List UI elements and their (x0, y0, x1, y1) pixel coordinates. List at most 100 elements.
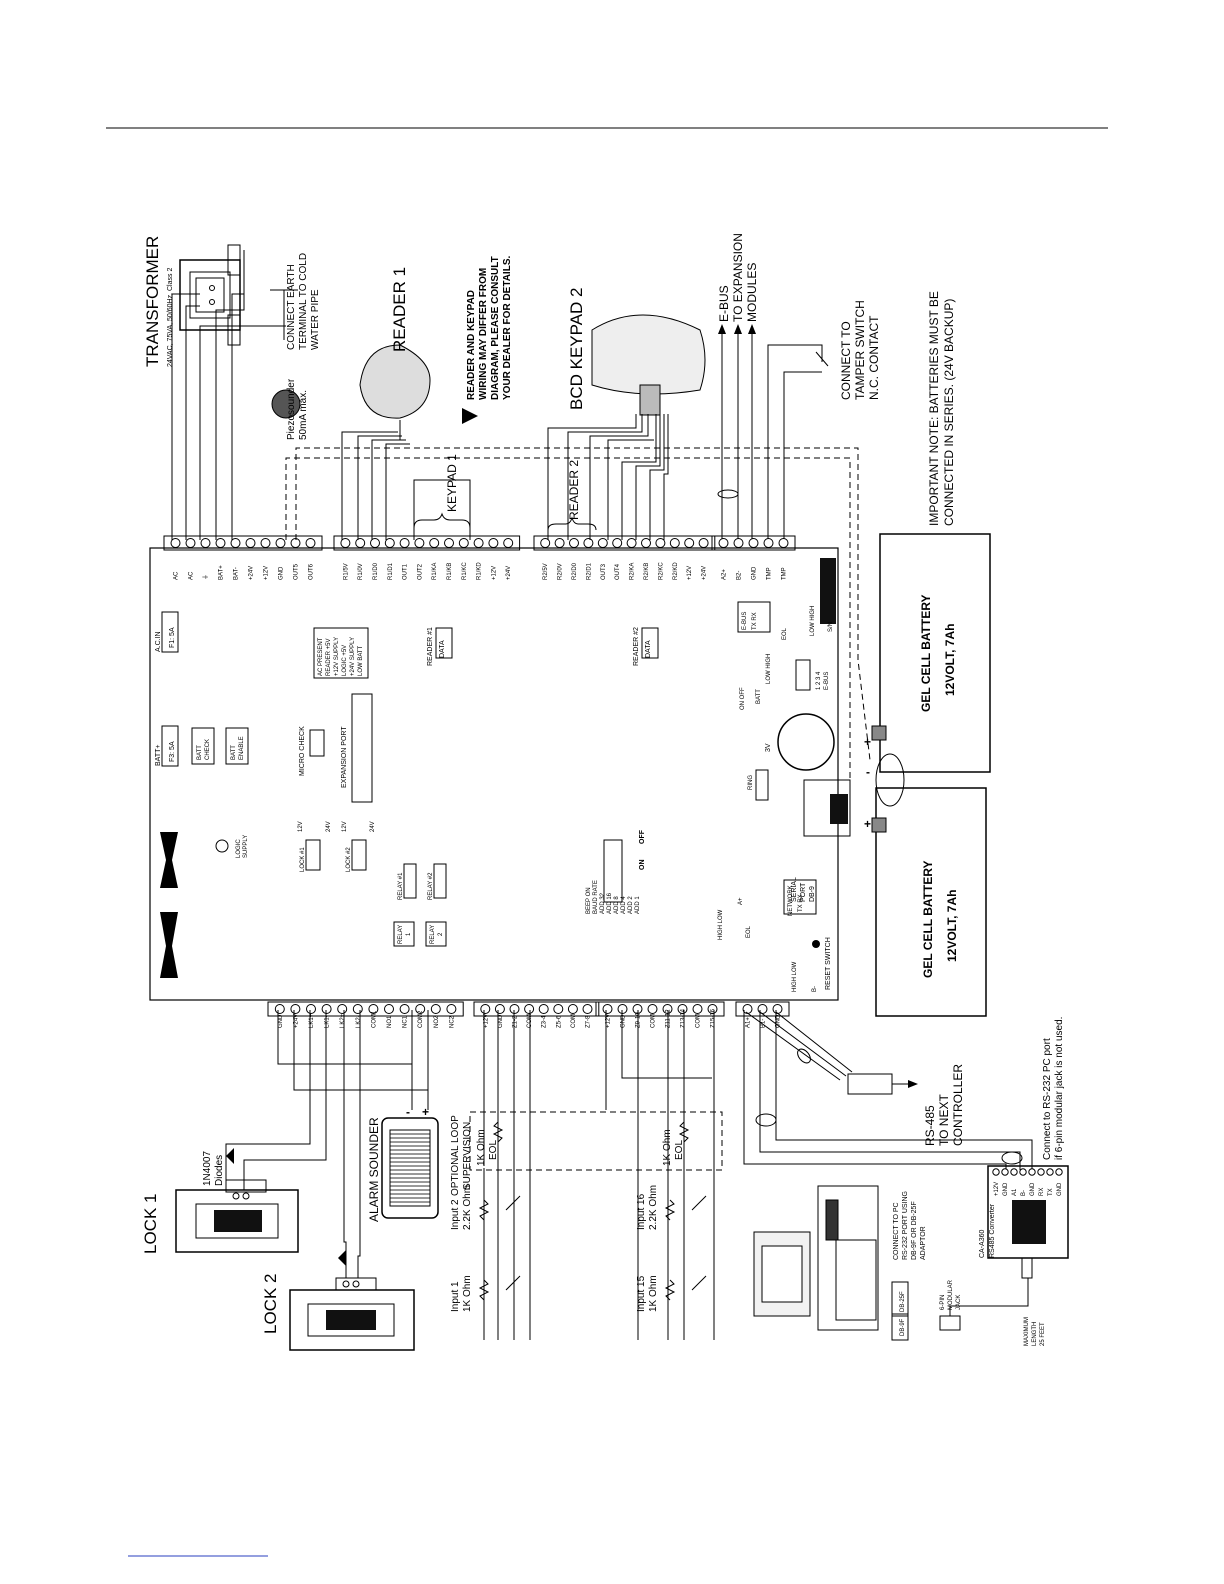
screw-terminal[interactable] (245, 538, 256, 548)
terminal-label: R2/0V (558, 563, 564, 580)
screw-terminal[interactable] (446, 1004, 457, 1014)
reset-switch[interactable] (812, 940, 820, 948)
screw-terminal[interactable] (567, 1004, 578, 1014)
screw-terminal[interactable] (215, 538, 226, 548)
screw-terminal[interactable] (597, 538, 608, 548)
dip-label-3: ADD 32 (600, 892, 606, 914)
screw-terminal[interactable] (641, 538, 651, 548)
screw-terminal[interactable] (757, 1004, 768, 1014)
screw-terminal[interactable] (647, 1004, 658, 1014)
screw-terminal[interactable] (290, 1004, 301, 1014)
converter-screw[interactable] (1037, 1168, 1045, 1176)
screw-terminal[interactable] (321, 1004, 332, 1014)
screw-terminal[interactable] (488, 538, 499, 548)
micro-check-jumper[interactable] (309, 729, 325, 757)
screw-terminal[interactable] (458, 538, 469, 548)
screw-terminal[interactable] (170, 538, 181, 548)
diodes-label-2: Diodes (214, 1155, 225, 1186)
screw-terminal[interactable] (429, 538, 440, 548)
screw-terminal[interactable] (748, 538, 759, 548)
input16-label-2: 2.2K Ohm (648, 1185, 659, 1230)
screw-terminal[interactable] (684, 538, 695, 548)
reader1-data-label-2: DATA (439, 640, 446, 658)
screw-terminal[interactable] (692, 1004, 703, 1014)
lock1-jumper-label: LOCK #1 (300, 847, 306, 872)
ebus-connector (737, 601, 771, 633)
screw-terminal[interactable] (306, 1004, 316, 1014)
screw-terminal[interactable] (612, 538, 623, 548)
screw-terminal[interactable] (275, 538, 286, 548)
screw-terminal[interactable] (274, 1004, 285, 1014)
screw-terminal[interactable] (444, 538, 454, 548)
screw-terminal[interactable] (415, 1004, 426, 1014)
screw-terminal[interactable] (352, 1004, 363, 1014)
screw-terminal[interactable] (677, 1004, 688, 1014)
converter-screw[interactable] (992, 1168, 1000, 1176)
terminal-label: +24V (249, 566, 255, 580)
reader2-data-label-1: READER #2 (633, 627, 640, 666)
keypad1-label: KEYPAD 1 (445, 454, 459, 512)
logic-supply-pot[interactable] (215, 839, 229, 853)
converter-screw[interactable] (1046, 1168, 1054, 1176)
screw-terminal[interactable] (368, 1004, 379, 1014)
screw-terminal[interactable] (200, 538, 211, 548)
screw-terminal[interactable] (355, 538, 366, 548)
screw-terminal[interactable] (626, 538, 637, 548)
terminal-label: R1/KA (432, 563, 438, 580)
screw-terminal[interactable] (414, 538, 425, 548)
screw-terminal[interactable] (340, 538, 351, 548)
screw-terminal[interactable] (655, 538, 666, 548)
screw-terminal[interactable] (399, 538, 410, 548)
dip-switch-block[interactable] (603, 839, 623, 903)
screw-terminal[interactable] (540, 538, 551, 548)
screw-terminal[interactable] (473, 538, 484, 548)
converter-screw[interactable] (1019, 1168, 1027, 1176)
converter-screw[interactable] (1055, 1168, 1063, 1176)
relay2-label-2: 2 (438, 932, 444, 936)
piezo-label-1: Piezosounder (286, 378, 297, 440)
screw-terminal[interactable] (602, 1004, 613, 1014)
screw-terminal[interactable] (480, 1004, 491, 1014)
terminal-label: R1/D1 (388, 562, 394, 580)
screw-terminal[interactable] (698, 538, 709, 548)
screw-terminal[interactable] (337, 1004, 348, 1014)
screw-terminal[interactable] (430, 1004, 441, 1014)
screw-terminal[interactable] (524, 1004, 535, 1014)
converter-cable (949, 1278, 1029, 1316)
db25f-connector (891, 1281, 909, 1317)
terminal-label: LK1- (325, 1015, 331, 1028)
screw-terminal[interactable] (260, 538, 271, 548)
screw-terminal[interactable] (494, 1004, 505, 1014)
screw-terminal[interactable] (370, 538, 380, 548)
converter-screw[interactable] (1010, 1168, 1018, 1176)
screw-terminal[interactable] (305, 538, 316, 548)
screw-terminal[interactable] (669, 538, 680, 548)
sounder-plus: + (422, 1105, 429, 1119)
screw-terminal[interactable] (707, 1004, 718, 1014)
screw-terminal[interactable] (582, 1004, 593, 1014)
batt-enable-jumper[interactable] (225, 727, 249, 765)
screw-terminal[interactable] (772, 1004, 783, 1014)
screw-terminal[interactable] (554, 538, 565, 548)
screw-terminal[interactable] (583, 538, 594, 548)
screw-terminal[interactable] (538, 1004, 549, 1014)
screw-terminal[interactable] (718, 538, 729, 548)
screw-terminal[interactable] (763, 538, 774, 548)
terminal-label: COM (651, 1014, 657, 1028)
batt-check-jumper[interactable] (191, 727, 215, 765)
screw-terminal[interactable] (503, 538, 514, 548)
screw-terminal[interactable] (384, 538, 395, 548)
screw-terminal[interactable] (778, 538, 789, 548)
converter-terminal-label: TX (1048, 1188, 1054, 1196)
screw-terminal[interactable] (185, 538, 196, 548)
converter-screw[interactable] (1001, 1168, 1009, 1176)
screw-terminal[interactable] (553, 1004, 564, 1014)
led-label-4: LOGIC +5V (342, 645, 348, 676)
screw-terminal[interactable] (384, 1004, 394, 1014)
screw-terminal[interactable] (399, 1004, 410, 1014)
converter-screw[interactable] (1028, 1168, 1036, 1176)
led-label-5: +24V SUPPLY (350, 637, 356, 676)
screw-terminal[interactable] (569, 538, 579, 548)
screw-terminal[interactable] (733, 538, 744, 548)
screw-terminal[interactable] (230, 538, 241, 548)
